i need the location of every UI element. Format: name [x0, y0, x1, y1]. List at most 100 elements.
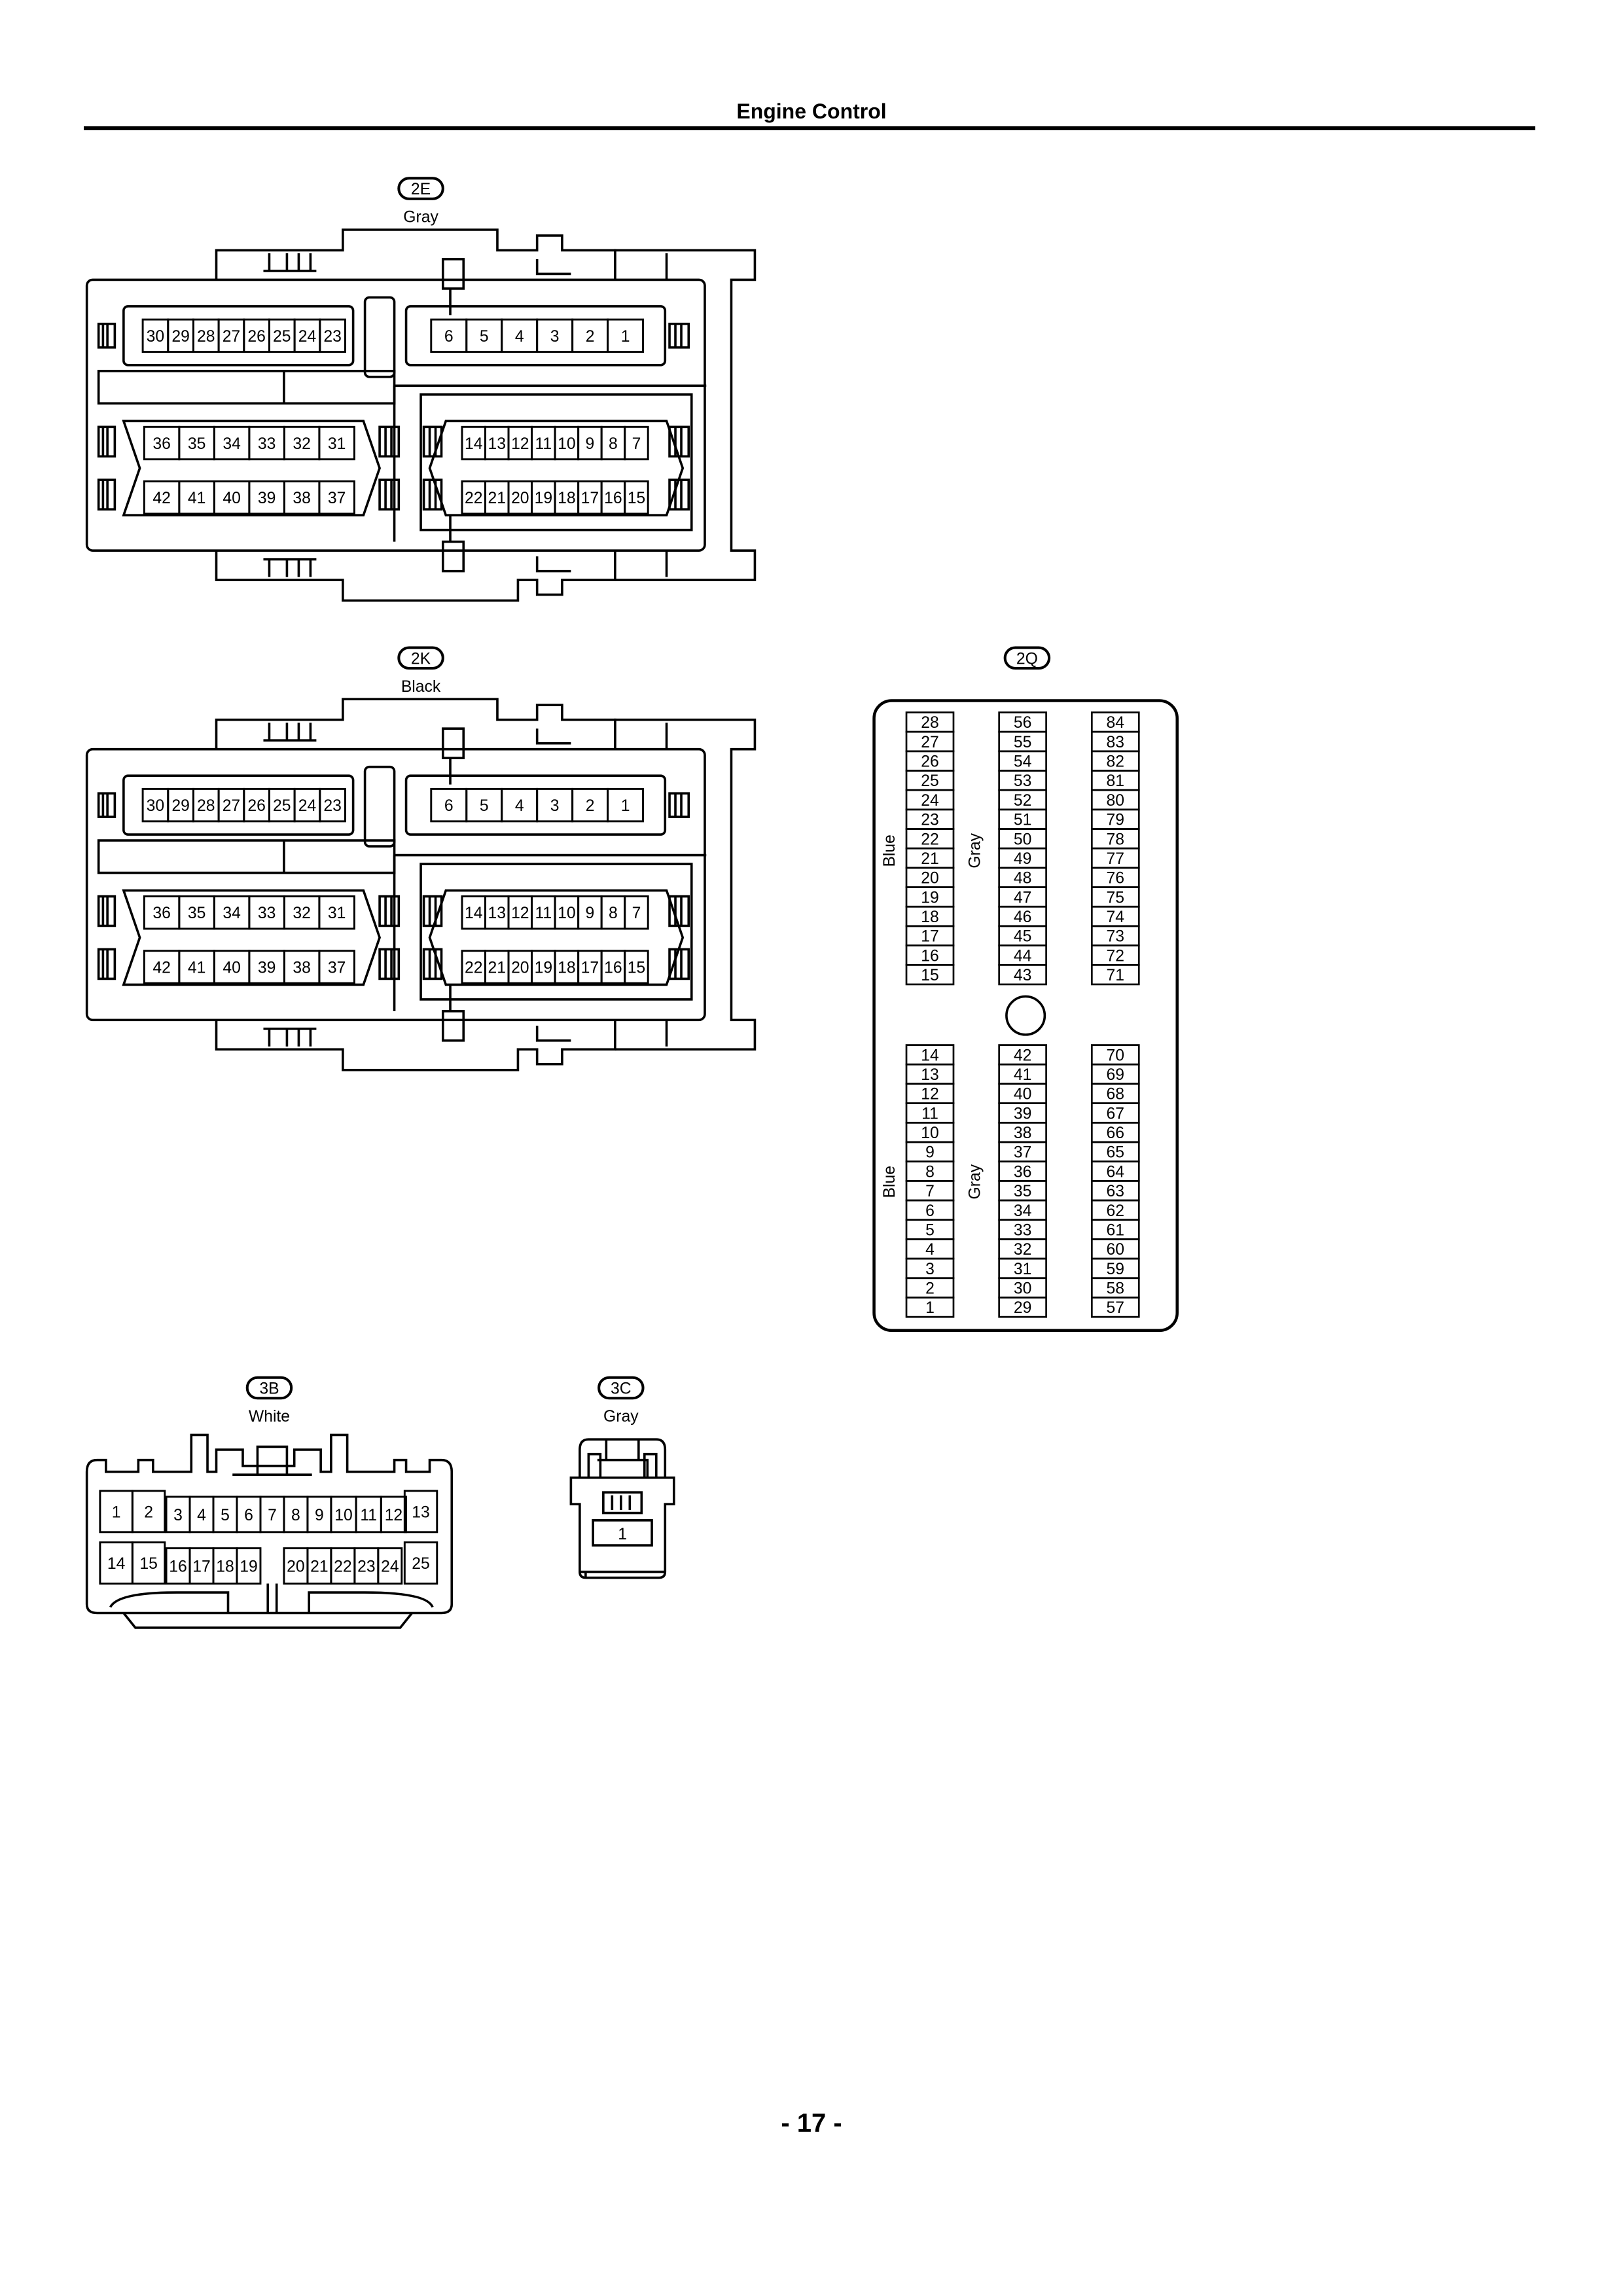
- pin-number: 57: [1107, 1299, 1125, 1317]
- pin-number: 26: [247, 328, 266, 346]
- pin-cell: [624, 950, 649, 984]
- pin-number: 6: [244, 1507, 253, 1524]
- pin-number: 22: [465, 490, 483, 507]
- pin-number: 78: [1107, 831, 1125, 848]
- connector-2K-housing: [85, 698, 757, 1071]
- pin-number: 60: [1107, 1241, 1125, 1259]
- pin-number: 24: [921, 792, 939, 810]
- pin-number: 15: [139, 1555, 158, 1573]
- pin-cell: [403, 1541, 438, 1585]
- pin-number: 35: [1014, 1183, 1032, 1200]
- pin-number: 48: [1014, 870, 1032, 888]
- pin-number: 59: [1107, 1261, 1125, 1278]
- pin-number: 23: [323, 797, 342, 815]
- pin-number: 16: [604, 959, 622, 977]
- pin-number: 5: [925, 1221, 935, 1239]
- pin-cell: [624, 480, 649, 515]
- pin-number: 64: [1107, 1163, 1125, 1181]
- pin-number: 33: [258, 435, 276, 453]
- pin-number: 6: [444, 797, 454, 815]
- pin-number: 30: [147, 328, 165, 346]
- pin-number: 42: [1014, 1047, 1032, 1064]
- pin-cell: [318, 480, 355, 515]
- pin-number: 13: [412, 1503, 429, 1521]
- pin-number: 4: [515, 797, 524, 815]
- pin-number: 23: [323, 328, 342, 346]
- pin-cell: [905, 963, 955, 986]
- pin-number: 1: [621, 328, 630, 346]
- pin-number: 14: [921, 1047, 939, 1064]
- pin-number: 71: [1107, 967, 1125, 984]
- pin-number: 9: [586, 905, 595, 922]
- pin-number: 25: [921, 772, 939, 790]
- connector-3C-tag: 3C: [597, 1376, 645, 1400]
- pin-number: 10: [921, 1124, 939, 1142]
- pin-cell: [998, 963, 1047, 986]
- pin-number: 38: [1014, 1124, 1032, 1142]
- pin-number: 45: [1014, 928, 1032, 946]
- pin-number: 10: [558, 435, 576, 453]
- pin-number: 58: [1107, 1280, 1125, 1298]
- pin-number: 14: [465, 905, 483, 922]
- pin-number: 24: [381, 1558, 399, 1576]
- pin-number: 5: [480, 797, 489, 815]
- connector-2Q: 2Q Blue Gray Blue Gray 28272625242322212…: [872, 646, 1179, 1333]
- pin-number: 77: [1107, 850, 1125, 868]
- pin-number: 8: [925, 1163, 935, 1181]
- pin-number: 36: [152, 435, 171, 453]
- pin-cell: [607, 318, 645, 353]
- pin-number: 23: [357, 1558, 376, 1576]
- pin-number: 66: [1107, 1124, 1125, 1142]
- pin-number: 1: [925, 1299, 935, 1317]
- pin-number: 8: [609, 905, 618, 922]
- connector-2Q-housing: [872, 699, 1179, 1333]
- pin-number: 22: [334, 1558, 352, 1576]
- pin-number: 34: [1014, 1202, 1032, 1220]
- pin-number: 1: [621, 797, 630, 815]
- pin-number: 63: [1107, 1183, 1125, 1200]
- connector-3B-tag-label: 3B: [259, 1380, 279, 1397]
- pin-number: 28: [921, 714, 939, 732]
- pin-number: 18: [558, 490, 576, 507]
- pin-number: 19: [921, 889, 939, 906]
- pin-number: 26: [921, 753, 939, 771]
- pin-number: 36: [152, 905, 171, 922]
- pin-number: 2: [144, 1503, 153, 1521]
- pin-number: 47: [1014, 889, 1032, 906]
- connector-2Q-pins: 2827262524232221201918171615565554535251…: [905, 711, 1140, 1318]
- pin-number: 25: [412, 1555, 429, 1573]
- pin-number: 2: [586, 328, 595, 346]
- pin-number: 27: [921, 734, 939, 751]
- pin-cell: [319, 318, 346, 353]
- pin-number: 22: [921, 831, 939, 848]
- pin-number: 3: [173, 1507, 183, 1524]
- pin-number: 73: [1107, 928, 1125, 946]
- pin-number: 23: [921, 812, 939, 829]
- pin-number: 25: [273, 797, 291, 815]
- pin-number: 34: [223, 435, 241, 453]
- connector-2Q-blue-label-top: Blue: [881, 834, 899, 867]
- pin-number: 12: [511, 905, 529, 922]
- pin-number: 3: [550, 797, 560, 815]
- pin-number: 42: [152, 490, 171, 507]
- pin-number: 7: [632, 435, 641, 453]
- pin-number: 18: [216, 1558, 234, 1576]
- pin-number: 69: [1107, 1066, 1125, 1084]
- connector-2E-tag-label: 2E: [411, 181, 431, 198]
- pin-cell: [607, 787, 645, 823]
- pin-number: 22: [465, 959, 483, 977]
- pin-number: 55: [1014, 734, 1032, 751]
- connector-2K-color-label: Black: [401, 678, 441, 696]
- pin-cell: [380, 1496, 408, 1534]
- pin-cell: [1090, 963, 1140, 986]
- pin-number: 9: [925, 1144, 935, 1162]
- pin-number: 50: [1014, 831, 1032, 848]
- pin-number: 20: [511, 959, 529, 977]
- pin-number: 13: [488, 905, 507, 922]
- pin-cell: [377, 1547, 403, 1585]
- pin-number: 10: [334, 1507, 353, 1524]
- pin-number: 32: [293, 435, 311, 453]
- pin-number: 44: [1014, 947, 1032, 965]
- pin-number: 21: [488, 959, 507, 977]
